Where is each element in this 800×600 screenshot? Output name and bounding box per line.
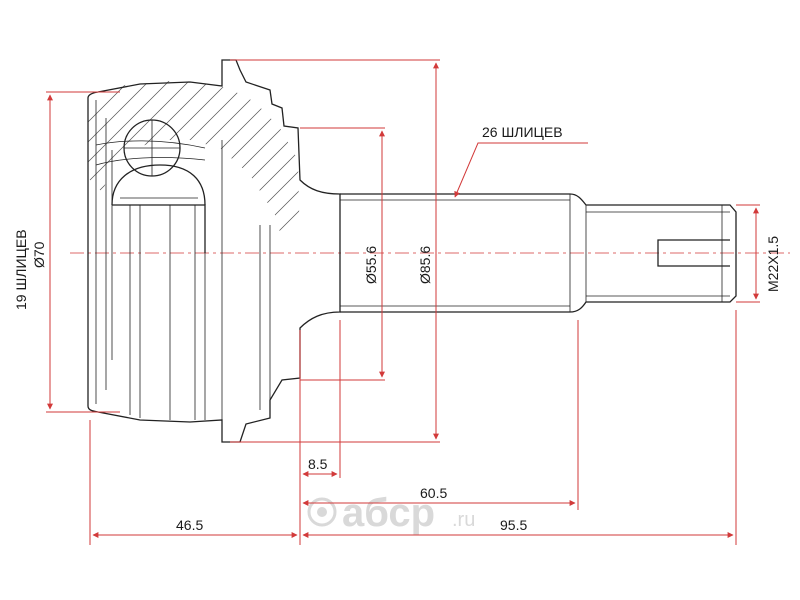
label-flange-diameter: Ø85.6 xyxy=(417,246,433,284)
label-dim-95-5: 95.5 xyxy=(500,517,527,533)
label-dim-60-5: 60.5 xyxy=(420,485,447,501)
watermark-brand: абср xyxy=(342,491,435,535)
watermark-domain: .ru xyxy=(452,509,475,531)
label-outer-diameter: Ø70 xyxy=(31,241,47,268)
label-dim-46-5: 46.5 xyxy=(176,517,203,533)
cv-joint-part xyxy=(87,59,737,443)
watermark-logo-icon xyxy=(307,497,337,527)
label-shaft-diameter: Ø55.6 xyxy=(363,246,379,284)
dimensions xyxy=(46,59,760,545)
watermark: абср .ru xyxy=(307,491,475,535)
label-outer-splines: 19 ШЛИЦЕВ xyxy=(13,229,29,310)
dimension-labels: 19 ШЛИЦЕВ Ø70 26 ШЛИЦЕВ Ø55.6 Ø85.6 M22X… xyxy=(13,124,781,533)
label-thread: M22X1.5 xyxy=(765,236,781,292)
label-dim-8-5: 8.5 xyxy=(308,456,328,472)
label-shaft-splines: 26 ШЛИЦЕВ xyxy=(482,124,563,140)
leader-shaft-splines xyxy=(454,142,588,198)
housing-hatch xyxy=(88,80,300,250)
